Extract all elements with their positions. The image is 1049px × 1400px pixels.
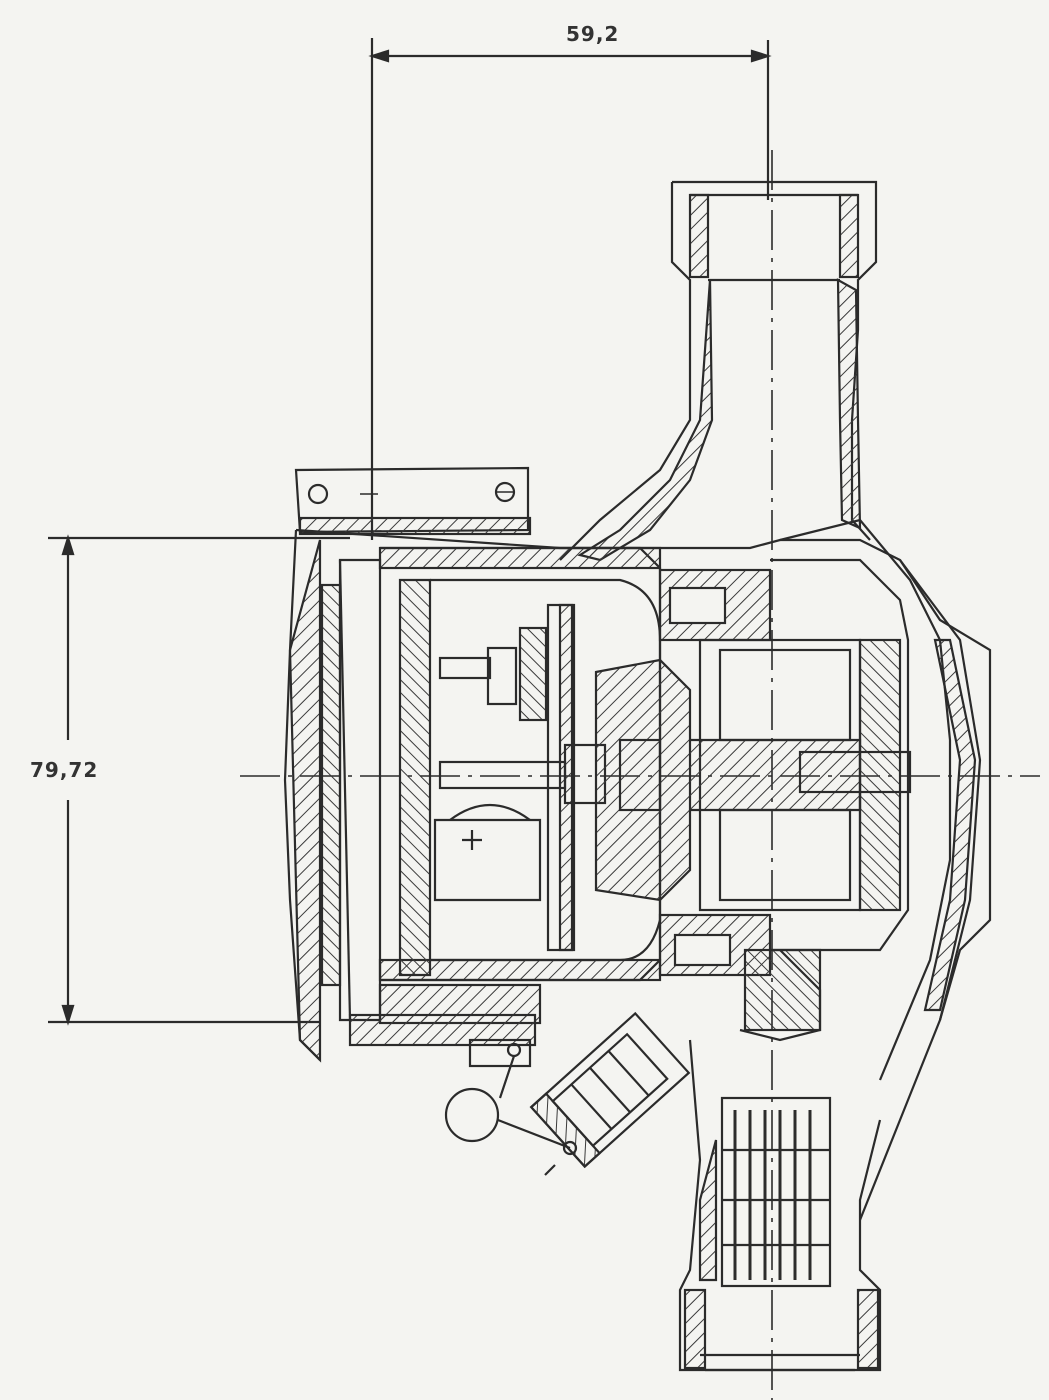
dimension-79-72 — [48, 534, 350, 1026]
center-marks — [360, 491, 515, 495]
inclined-plug — [529, 1011, 691, 1169]
stator-assembly — [398, 578, 662, 977]
strainer-insert — [720, 1096, 832, 1288]
top-flange — [294, 466, 532, 536]
bottom-flange — [348, 1013, 578, 1176]
inlet-pipe — [678, 1039, 882, 1372]
outlet-pipe — [559, 180, 878, 562]
rotor-impeller — [594, 568, 912, 977]
dimension-59-2 — [368, 38, 772, 540]
dimension-label-horizontal: 59,2 — [566, 22, 620, 46]
dimension-label-vertical: 79,72 — [30, 758, 99, 782]
pump-volute — [739, 518, 982, 1081]
